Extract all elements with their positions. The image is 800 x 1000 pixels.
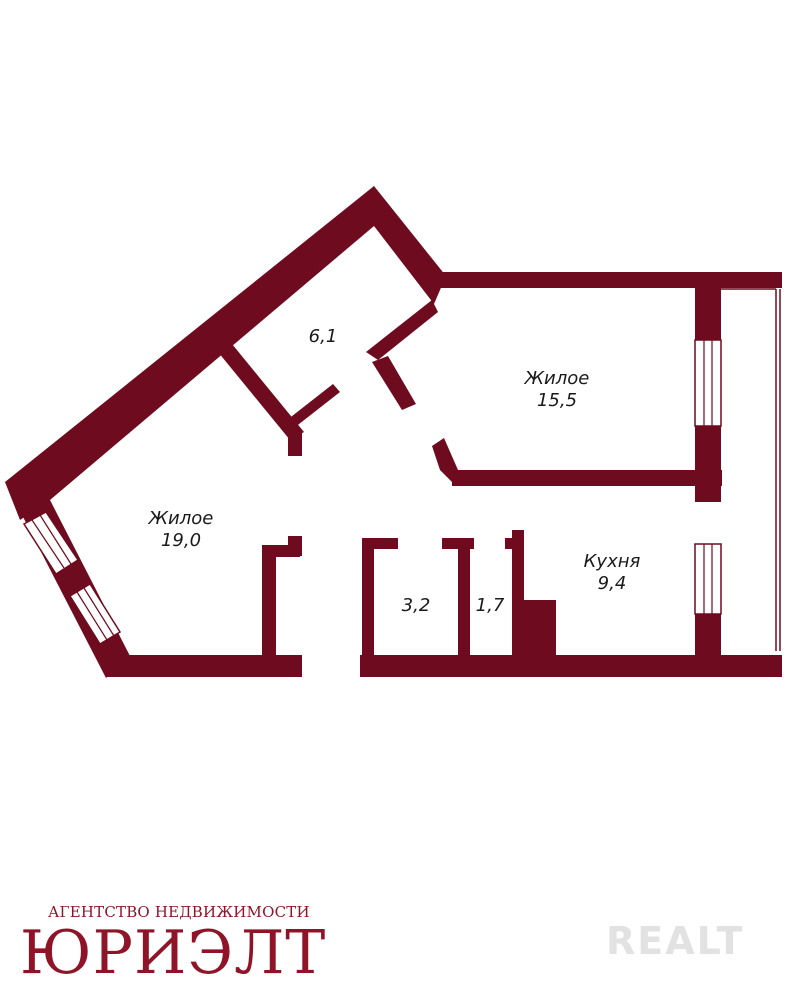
balcony [721, 288, 781, 651]
room-kitchen-area: 9,4 [598, 573, 627, 594]
room-labels: 6,1 Жилое 15,5 Жилое 19,0 3,2 1,7 Кухня … [148, 326, 641, 616]
agency-logo-text: ЮРИЭЛТ [20, 918, 327, 988]
windows [22, 339, 722, 646]
room-living-left-type: Жилое [148, 508, 214, 529]
interior-walls [218, 300, 722, 657]
realt-watermark: REALT [606, 919, 745, 963]
room-living-right-type: Жилое [524, 368, 590, 389]
room-living-right-area: 15,5 [537, 390, 577, 411]
room-storage-area: 3,2 [402, 595, 431, 616]
room-bathroom-area: 1,7 [476, 595, 505, 616]
room-living-left-area: 19,0 [161, 530, 201, 551]
outer-walls [5, 186, 782, 678]
agency-tagline: АГЕНТСТВО НЕДВИЖИМОСТИ [48, 903, 310, 921]
room-hall-area: 6,1 [309, 326, 338, 347]
room-kitchen-type: Кухня [584, 551, 641, 572]
